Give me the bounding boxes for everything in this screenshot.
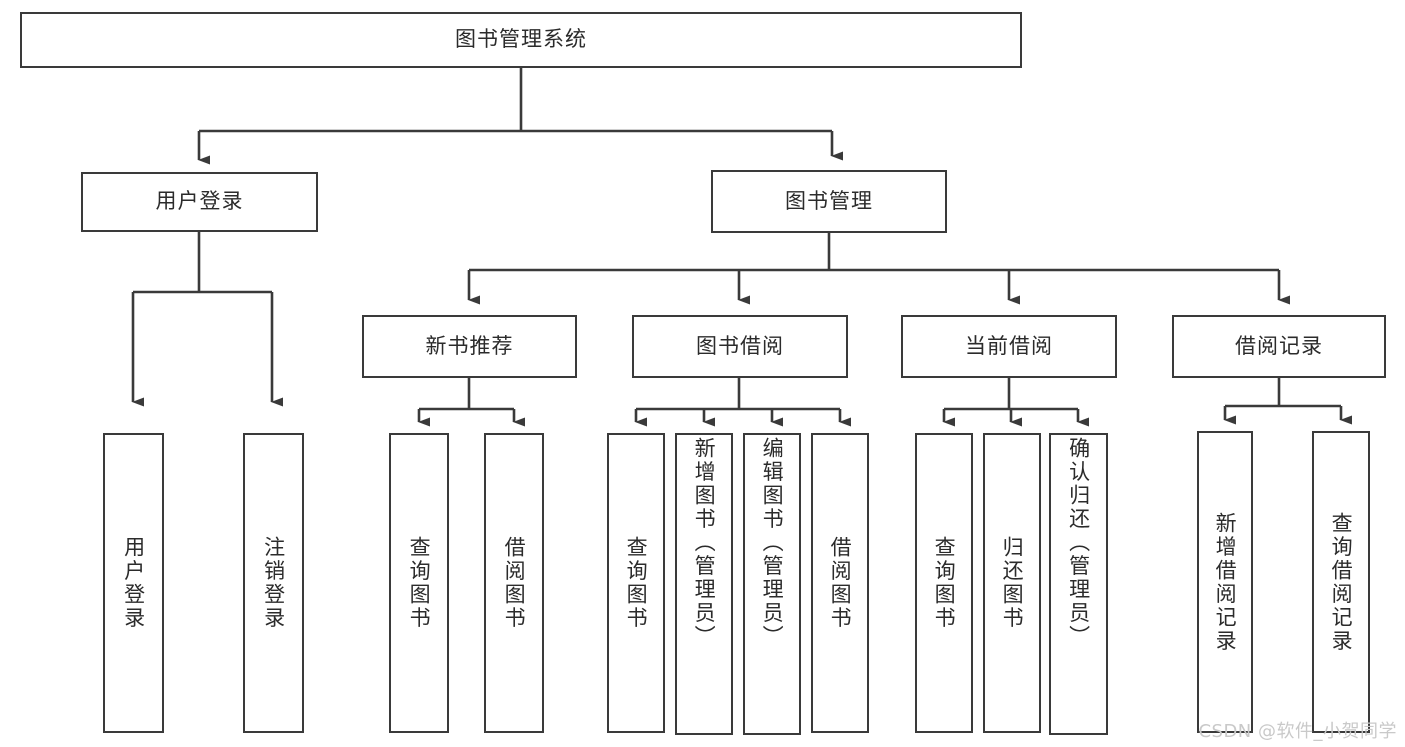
leaf-label: 归还图书 [1000,536,1025,630]
leaf-user-login-login[interactable]: 用户登录 [103,433,164,733]
leaf-record-add-record[interactable]: 新增借阅记录 [1197,431,1253,733]
node-book-management-label: 图书管理 [785,188,873,213]
node-user-login[interactable]: 用户登录 [81,172,318,232]
leaf-label: 编辑图书（管理员） [760,437,785,649]
node-current-borrow-label: 当前借阅 [965,333,1053,358]
leaf-borrow-query-book[interactable]: 查询图书 [607,433,665,733]
leaf-label: 查询图书 [407,536,432,630]
leaf-label: 用户登录 [121,536,146,630]
leaf-label: 查询借阅记录 [1329,511,1354,653]
node-book-management[interactable]: 图书管理 [711,170,947,233]
leaf-label: 借阅图书 [502,536,527,630]
node-borrow-record-label: 借阅记录 [1235,333,1323,358]
node-root-label: 图书管理系统 [455,27,587,52]
leaf-current-query-book[interactable]: 查询图书 [915,433,973,733]
leaf-label: 确认归还（管理员） [1066,437,1091,649]
node-book-borrow-label: 图书借阅 [696,333,784,358]
leaf-recommend-query-book[interactable]: 查询图书 [389,433,449,733]
leaf-label: 注销登录 [261,536,286,630]
leaf-recommend-borrow-book[interactable]: 借阅图书 [484,433,544,733]
leaf-current-return-book[interactable]: 归还图书 [983,433,1041,733]
node-book-borrow[interactable]: 图书借阅 [632,315,848,378]
watermark: CSDN @软件_小贺同学 [1198,721,1397,742]
node-borrow-record[interactable]: 借阅记录 [1172,315,1386,378]
node-current-borrow[interactable]: 当前借阅 [901,315,1117,378]
leaf-label: 查询图书 [624,536,649,630]
leaf-borrow-edit-book[interactable]: 编辑图书（管理员） [743,433,801,735]
leaf-label: 新增借阅记录 [1213,511,1238,653]
leaf-borrow-add-book[interactable]: 新增图书（管理员） [675,433,733,735]
leaf-record-query-record[interactable]: 查询借阅记录 [1312,431,1370,733]
leaf-label: 查询图书 [932,536,957,630]
leaf-label: 新增图书（管理员） [692,437,717,649]
leaf-current-confirm-return[interactable]: 确认归还（管理员） [1049,433,1108,735]
leaf-borrow-borrow-book[interactable]: 借阅图书 [811,433,869,733]
leaf-user-login-logout[interactable]: 注销登录 [243,433,304,733]
leaf-label: 借阅图书 [828,536,853,630]
node-new-book-recommend-label: 新书推荐 [425,333,514,358]
node-new-book-recommend[interactable]: 新书推荐 [362,315,577,378]
node-root[interactable]: 图书管理系统 [20,12,1022,68]
node-user-login-label: 用户登录 [155,189,244,214]
